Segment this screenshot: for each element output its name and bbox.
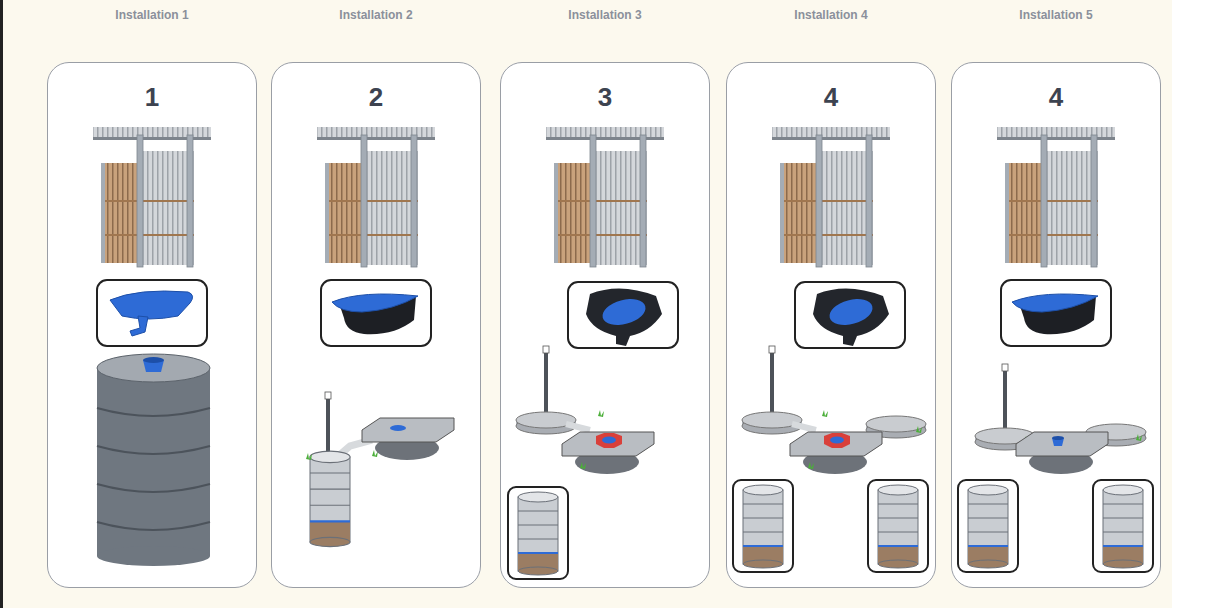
installation-panel: Installation 2 2 [271,8,481,588]
panel-heading: Installation 4 [726,8,936,22]
panel-number: 4 [951,82,1161,113]
panel-heading: Installation 3 [500,8,710,22]
panel-heading: Installation 1 [47,8,257,22]
panel-number: 1 [47,82,257,113]
panel-heading: Installation 2 [271,8,481,22]
installation-panel: Installation 1 1 [47,8,257,588]
panel-number: 3 [500,82,710,113]
panel-border [500,62,710,588]
installation-panel: Installation 3 3 [500,8,710,588]
panel-border [271,62,481,588]
installation-panel: Installation 5 4 [951,8,1161,588]
panel-border [47,62,257,588]
panel-number: 2 [271,82,481,113]
panel-border [726,62,936,588]
panel-heading: Installation 5 [951,8,1161,22]
panel-number: 4 [726,82,936,113]
installation-panel: Installation 4 4 [726,8,936,588]
panel-border [951,62,1161,588]
